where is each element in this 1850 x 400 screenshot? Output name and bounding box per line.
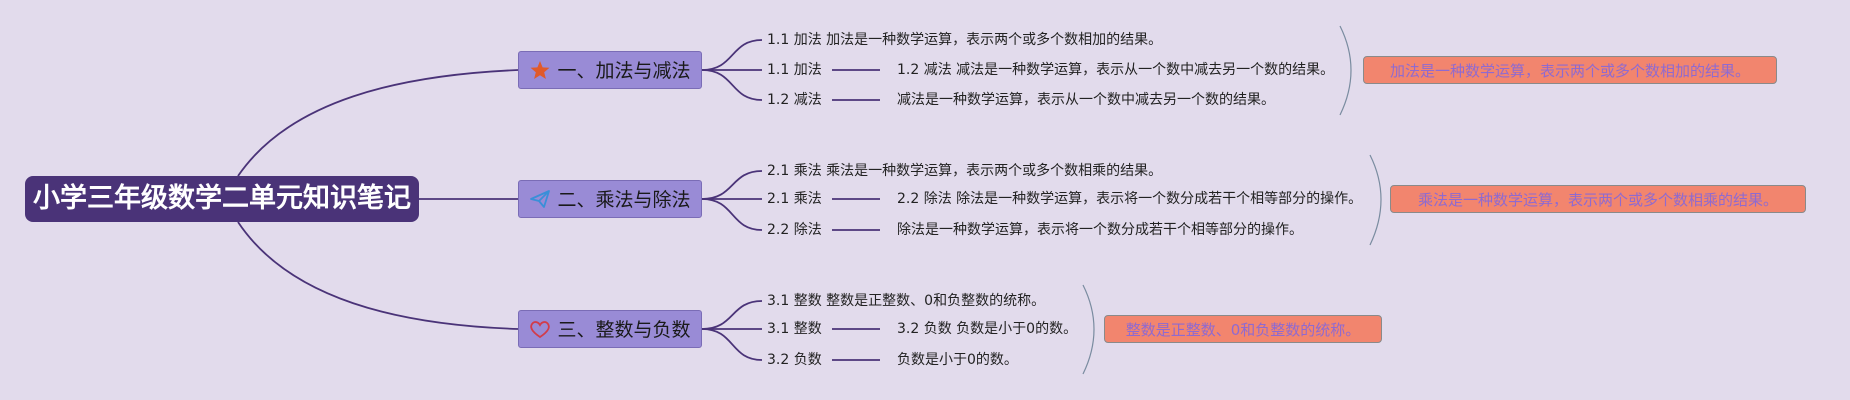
star-icon: [529, 60, 551, 80]
topic-text[interactable]: 2.2 除法: [767, 222, 822, 238]
branch-label: 三、整数与负数: [557, 319, 691, 341]
branch1-link-1: [701, 39, 763, 71]
detail-text[interactable]: 负数是小于0的数。: [897, 352, 1018, 368]
summary-brace-1: [1339, 25, 1352, 116]
paper-plane-icon: [529, 189, 551, 209]
detail-text[interactable]: 减法是一种数学运算，表示从一个数中减去另一个数的结果。: [897, 92, 1275, 108]
summary-brace-2: [1369, 154, 1382, 246]
detail-text[interactable]: 除法是一种数学运算，表示将一个数分成若干个相等部分的操作。: [897, 222, 1303, 238]
summary-brace-3: [1082, 284, 1095, 375]
branch-node-addition-subtraction[interactable]: 一、加法与减法: [518, 51, 702, 89]
branch2-link-3: [701, 198, 763, 231]
branch-node-integers-negatives[interactable]: 三、整数与负数: [518, 310, 702, 348]
detail-text[interactable]: 3.2 负数 负数是小于0的数。: [897, 321, 1078, 337]
detail-text[interactable]: 1.2 减法 减法是一种数学运算，表示从一个数中减去另一个数的结果。: [897, 62, 1335, 78]
branch2-link-1: [701, 170, 763, 200]
summary-box[interactable]: 整数是正整数、0和负整数的统称。: [1104, 315, 1382, 343]
root-node[interactable]: 小学三年级数学二单元知识笔记: [25, 176, 419, 222]
topic-text[interactable]: 2.1 乘法: [767, 191, 822, 207]
topic-text[interactable]: 1.2 减法: [767, 92, 822, 108]
summary-box[interactable]: 加法是一种数学运算，表示两个或多个数相加的结果。: [1363, 56, 1777, 84]
branch1-link-3: [701, 69, 763, 101]
branch-label: 二、乘法与除法: [557, 189, 691, 211]
topic-text[interactable]: 3.1 整数: [767, 321, 822, 337]
topic-text[interactable]: 2.1 乘法 乘法是一种数学运算，表示两个或多个数相乘的结果。: [767, 163, 1163, 179]
branch-node-multiplication-division[interactable]: 二、乘法与除法: [518, 180, 702, 218]
topic-text[interactable]: 1.1 加法: [767, 62, 822, 78]
branch-label: 一、加法与减法: [557, 60, 691, 82]
topic-text[interactable]: 3.1 整数 整数是正整数、0和负整数的统称。: [767, 293, 1046, 309]
heart-icon: [529, 319, 551, 339]
topic-text[interactable]: 1.1 加法 加法是一种数学运算，表示两个或多个数相加的结果。: [767, 32, 1163, 48]
root-link-3: [237, 221, 519, 330]
summary-box[interactable]: 乘法是一种数学运算，表示两个或多个数相乘的结果。: [1390, 185, 1806, 213]
topic-text[interactable]: 3.2 负数: [767, 352, 822, 368]
branch3-link-1: [701, 300, 763, 330]
root-link-1: [237, 69, 519, 177]
detail-text[interactable]: 2.2 除法 除法是一种数学运算，表示将一个数分成若干个相等部分的操作。: [897, 191, 1363, 207]
branch3-link-3: [701, 328, 763, 361]
